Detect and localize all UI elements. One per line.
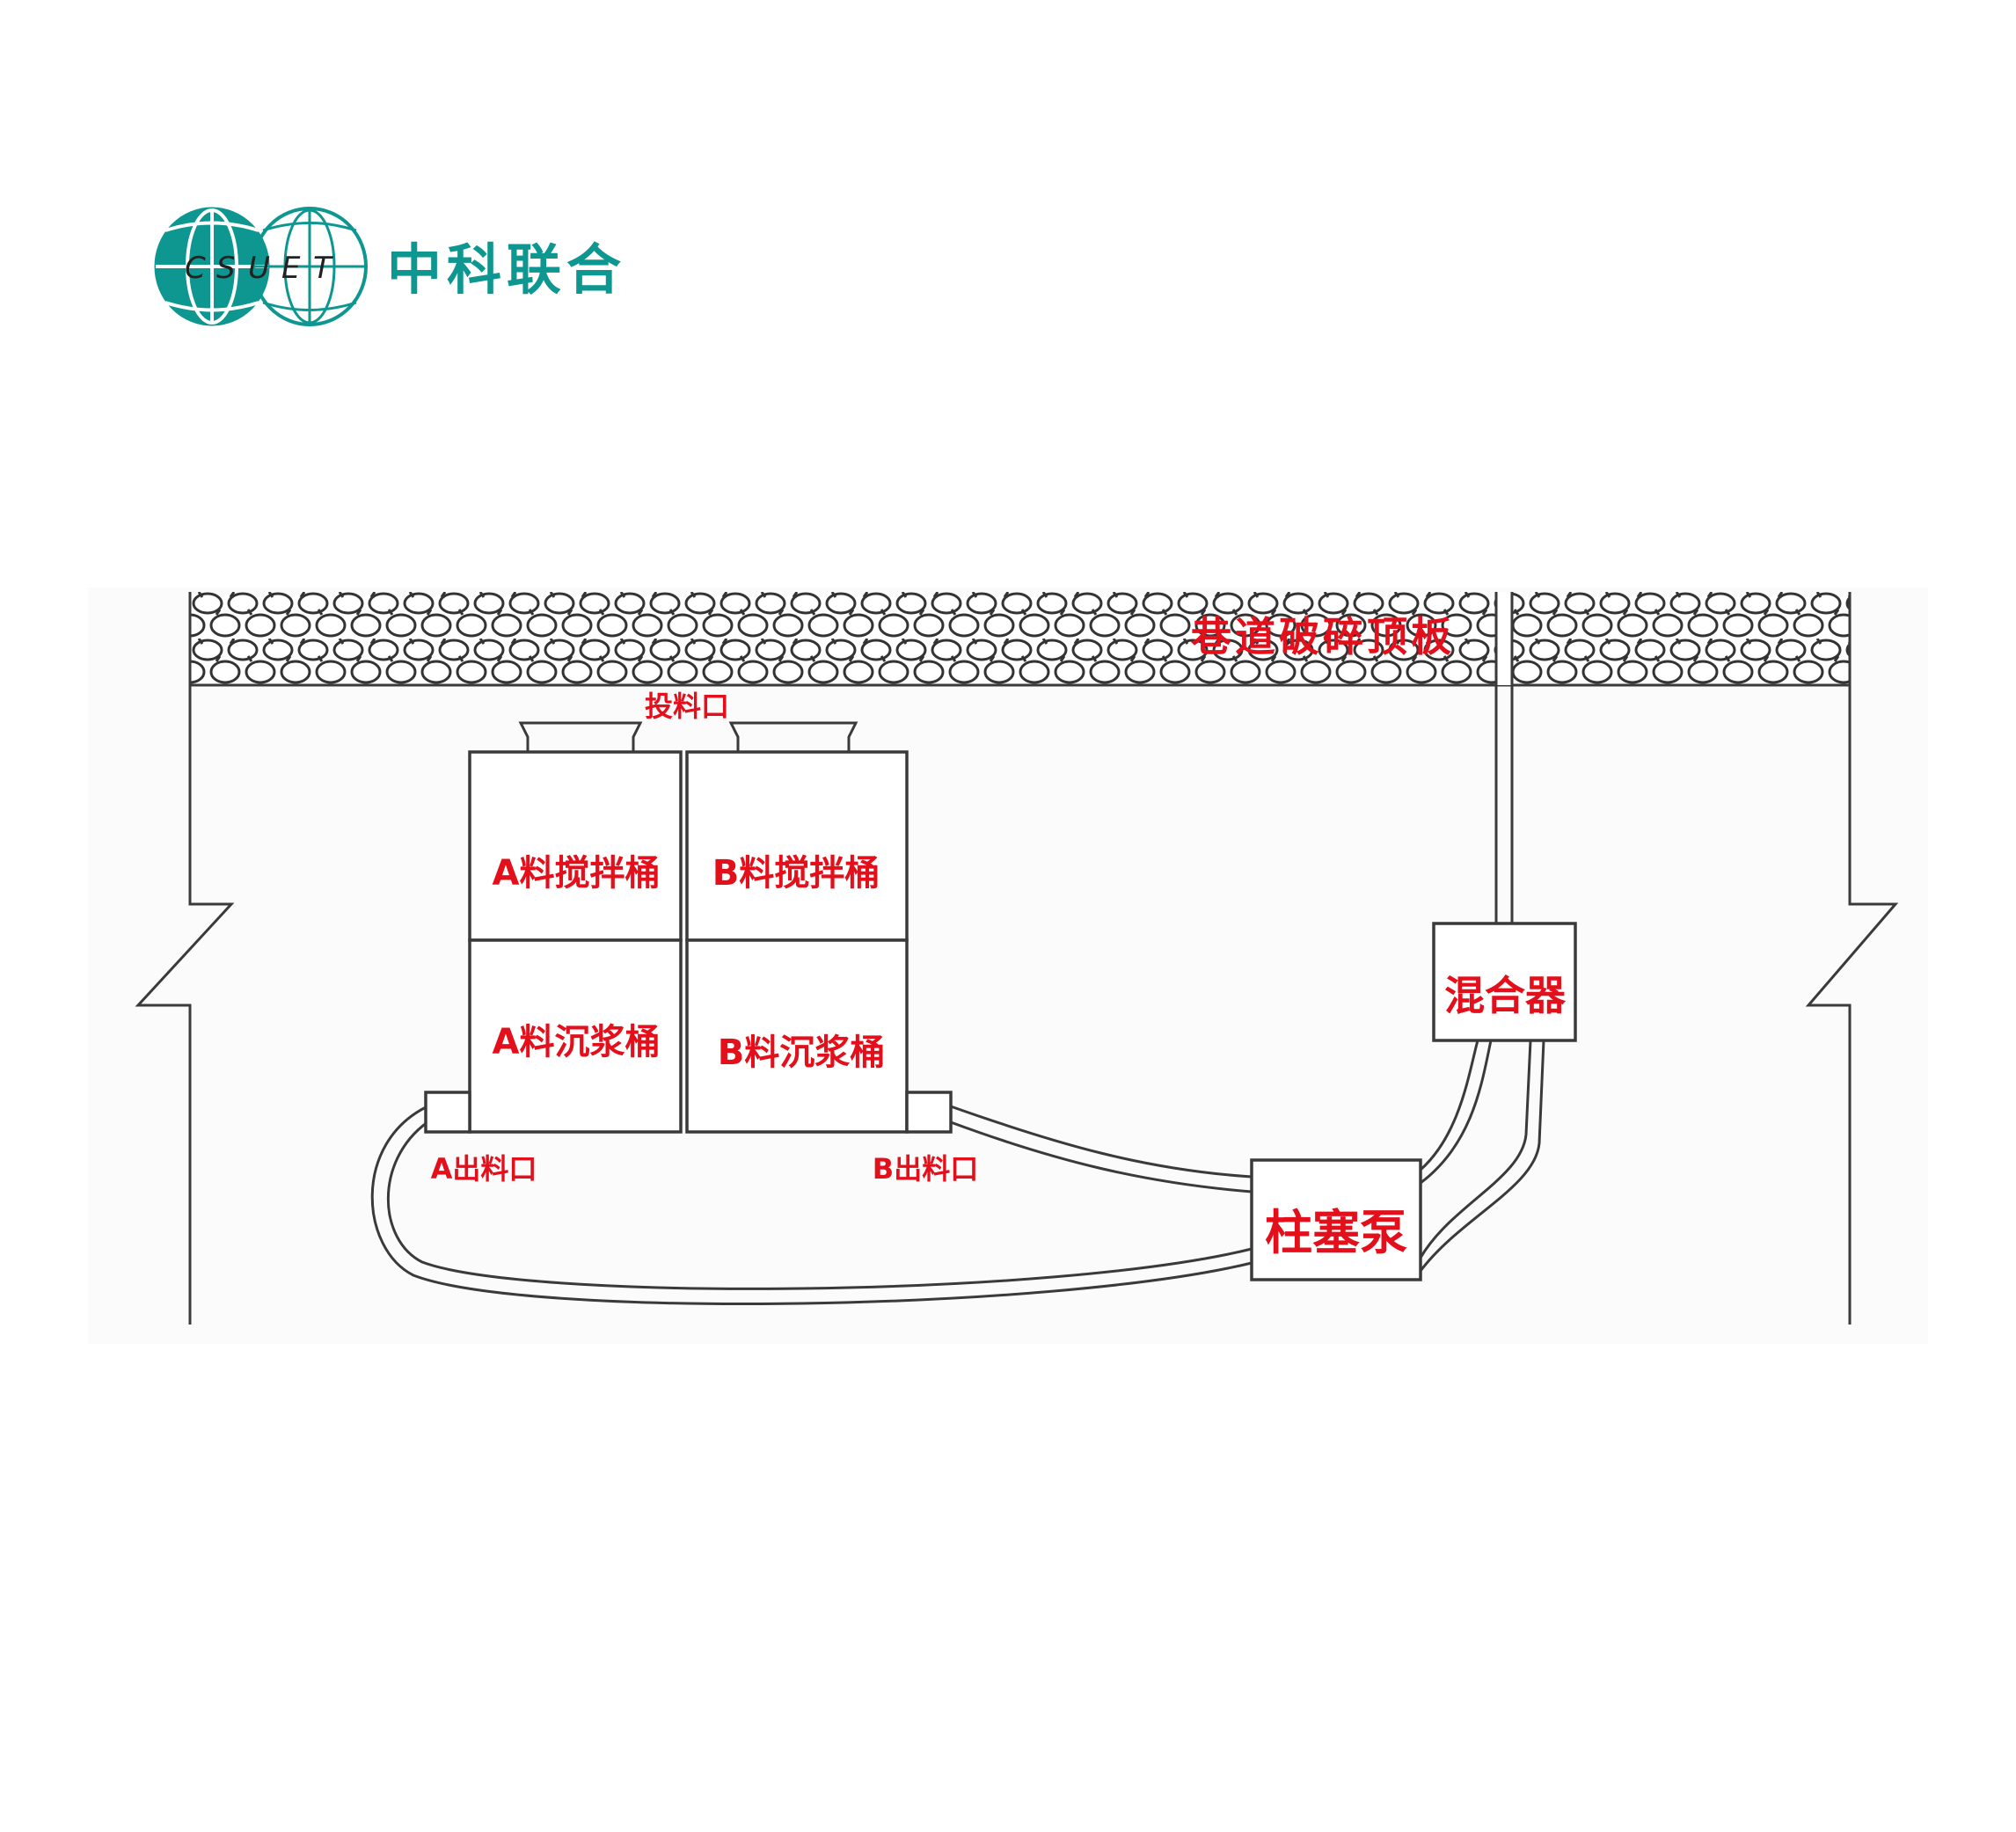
a-mixing-tank-label: A料搅拌桶 <box>493 853 661 894</box>
company-logo: C S U E T 中科联合 <box>154 207 626 326</box>
logo-name: 中科联合 <box>387 237 626 302</box>
b-mixing-tank <box>685 750 909 942</box>
logo-letter: U <box>248 251 270 286</box>
broken-roof-band <box>190 592 1850 685</box>
b-feed-hopper <box>728 721 858 752</box>
mixer-label: 混合器 <box>1444 972 1567 1019</box>
plunger-pump-box <box>1250 1158 1422 1281</box>
b-outlet-label: B出料口 <box>873 1152 978 1186</box>
b-outlet-plate <box>905 1091 953 1134</box>
a-outlet-plate <box>424 1091 471 1134</box>
mixer-box <box>1432 922 1577 1042</box>
logo-letter: E <box>281 251 301 286</box>
right-wall <box>1805 592 1899 1325</box>
a-settling-tank <box>468 938 683 1134</box>
b-mixing-tank-label: B料搅拌桶 <box>712 853 880 894</box>
a-feed-hopper <box>518 721 643 752</box>
globe-outline-icon <box>252 207 368 326</box>
a-settling-tank-label: A料沉浆桶 <box>493 1022 661 1062</box>
process-diagram: 巷道破碎顶板 投料口 A料搅拌桶 B料搅拌桶 A料沉浆桶 B料沉浆桶 A出料口 … <box>88 588 1928 1344</box>
b-settling-tank <box>685 938 909 1134</box>
feed-inlet-label: 投料口 <box>645 690 729 723</box>
roof-label: 巷道破碎顶板 <box>1190 613 1455 661</box>
b-settling-tank-label: B料沉浆桶 <box>718 1033 886 1073</box>
logo-letter: C <box>185 251 206 286</box>
logo-letter: S <box>216 251 236 286</box>
a-outlet-label: A出料口 <box>431 1152 537 1186</box>
logo-letter: T <box>313 251 333 286</box>
hoses <box>370 1040 1545 1306</box>
a-mixing-tank <box>468 750 683 942</box>
left-wall <box>135 592 235 1325</box>
plunger-pump-label: 柱塞泵 <box>1265 1205 1407 1260</box>
